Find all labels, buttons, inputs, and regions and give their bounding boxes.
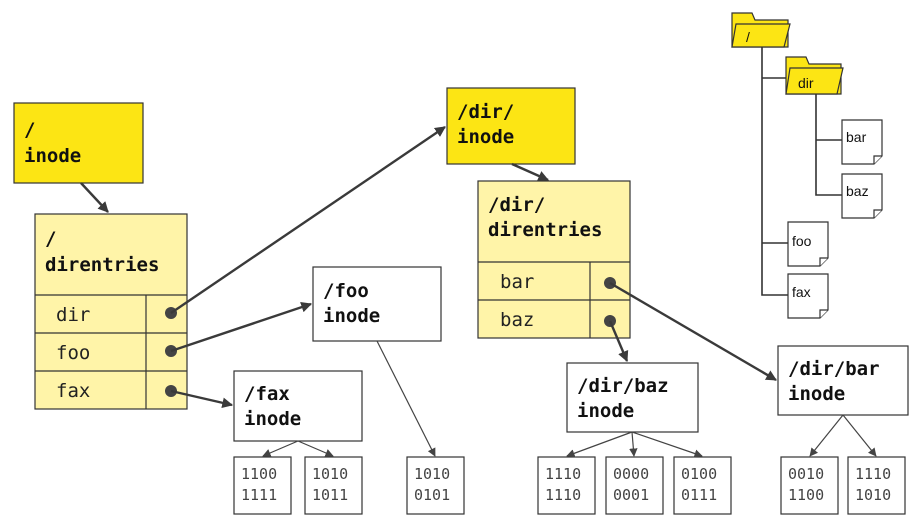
link-fax-block-2 (297, 440, 334, 457)
root-inode-line1: / (24, 119, 35, 141)
arrow-dir-inode-to-direntries (511, 162, 549, 182)
tree-label-foo: foo (792, 233, 812, 249)
data-block-text: 1110 (545, 465, 581, 483)
baz-inode-line1: /dir/baz (577, 375, 669, 397)
data-block-bar-1: 0010 1100 (780, 456, 839, 515)
data-block-fax-1: 1100 1111 (233, 456, 292, 515)
data-block-fax-2: 1010 1011 (304, 456, 363, 515)
data-block-baz-3: 0100 0111 (673, 456, 732, 515)
bar-inode-line2: inode (788, 383, 845, 405)
dir-direntries-line2: direntries (488, 219, 602, 241)
bar-inode: /dir/bar inode (777, 345, 909, 416)
arrow-root-inode-to-direntries (80, 182, 109, 213)
data-block-foo-1: 1010 0101 (406, 456, 465, 515)
arrow-foo-entry-to-foo-inode (170, 301, 313, 353)
data-block-text: 0101 (414, 486, 450, 504)
tree-label-baz: baz (846, 183, 869, 199)
tree-label-dir: dir (798, 75, 814, 91)
tree-label-fax: fax (792, 284, 811, 300)
data-block-baz-1: 1110 1110 (537, 456, 596, 515)
fax-inode: /fax inode (233, 370, 363, 442)
directory-tree: / dir bar baz foo fax (731, 12, 883, 319)
direntry-baz: baz (500, 309, 534, 331)
data-block-text: 1100 (788, 486, 824, 504)
link-fax-block-1 (262, 440, 299, 457)
fax-inode-line1: /fax (244, 383, 290, 405)
direntry-bar: bar (500, 271, 534, 293)
data-block-text: 1110 (545, 486, 581, 504)
data-block-text: 0010 (788, 465, 824, 483)
arrow-dir-entry-to-dir-inode (170, 126, 446, 314)
root-direntries: / direntries dir foo fax (34, 213, 188, 410)
data-block-text: 1010 (312, 465, 348, 483)
data-block-text: 0100 (681, 465, 717, 483)
dir-direntries: /dir/ direntries bar baz (477, 180, 631, 339)
file-icon: baz (841, 173, 883, 219)
tree-label-root: / (746, 29, 750, 45)
data-block-text: 0001 (613, 486, 649, 504)
data-block-text: 1111 (241, 486, 277, 504)
arrows (80, 126, 777, 409)
foo-inode-line2: inode (323, 305, 380, 327)
baz-inode-line2: inode (577, 400, 634, 422)
tree-subtrunk (815, 94, 842, 196)
link-foo-block-1 (376, 340, 436, 457)
folder-icon: dir (785, 56, 844, 95)
data-block-text: 1011 (312, 486, 348, 504)
data-block-text: 1100 (241, 465, 277, 483)
data-block-text: 1010 (414, 465, 450, 483)
tree-label-bar: bar (846, 129, 867, 145)
link-baz-block-1 (566, 431, 633, 458)
direntry-fax: fax (56, 380, 90, 402)
bar-inode-line1: /dir/bar (788, 358, 880, 380)
data-block-baz-2: 0000 0001 (605, 456, 664, 515)
dir-direntries-line1: /dir/ (488, 194, 545, 216)
file-icon: bar (841, 119, 883, 165)
data-block-bar-2: 1110 1010 (847, 456, 906, 515)
dir-inode: /dir/ inode (446, 87, 576, 165)
file-icon: foo (787, 221, 829, 267)
data-block-text: 0111 (681, 486, 717, 504)
foo-inode: /foo inode (312, 266, 442, 342)
data-links (262, 340, 877, 458)
arrow-fax-entry-to-fax-inode (170, 389, 234, 409)
direntry-dir: dir (56, 304, 90, 326)
arrow-baz-entry-to-baz-inode (608, 320, 629, 362)
data-block-text: 1110 (855, 465, 891, 483)
root-direntries-line2: direntries (45, 254, 159, 276)
fax-inode-line2: inode (244, 408, 301, 430)
folder-icon: / (731, 12, 791, 48)
link-baz-block-3 (631, 431, 703, 458)
dir-inode-line2: inode (457, 126, 514, 148)
data-block-text: 1010 (855, 486, 891, 504)
baz-inode: /dir/baz inode (566, 362, 699, 433)
root-inode: / inode (13, 102, 144, 184)
link-baz-block-2 (629, 431, 638, 457)
direntry-foo: foo (56, 342, 90, 364)
arrow-bar-entry-to-bar-inode (609, 281, 777, 382)
foo-inode-line1: /foo (323, 280, 369, 302)
link-bar-block-2 (842, 414, 877, 457)
dir-inode-line1: /dir/ (457, 101, 514, 123)
file-icon: fax (787, 273, 829, 319)
data-block-text: 0000 (613, 465, 649, 483)
link-bar-block-1 (809, 414, 844, 457)
tree-trunk (761, 46, 790, 296)
root-direntries-line1: / (45, 228, 56, 250)
root-inode-line2: inode (24, 145, 81, 167)
